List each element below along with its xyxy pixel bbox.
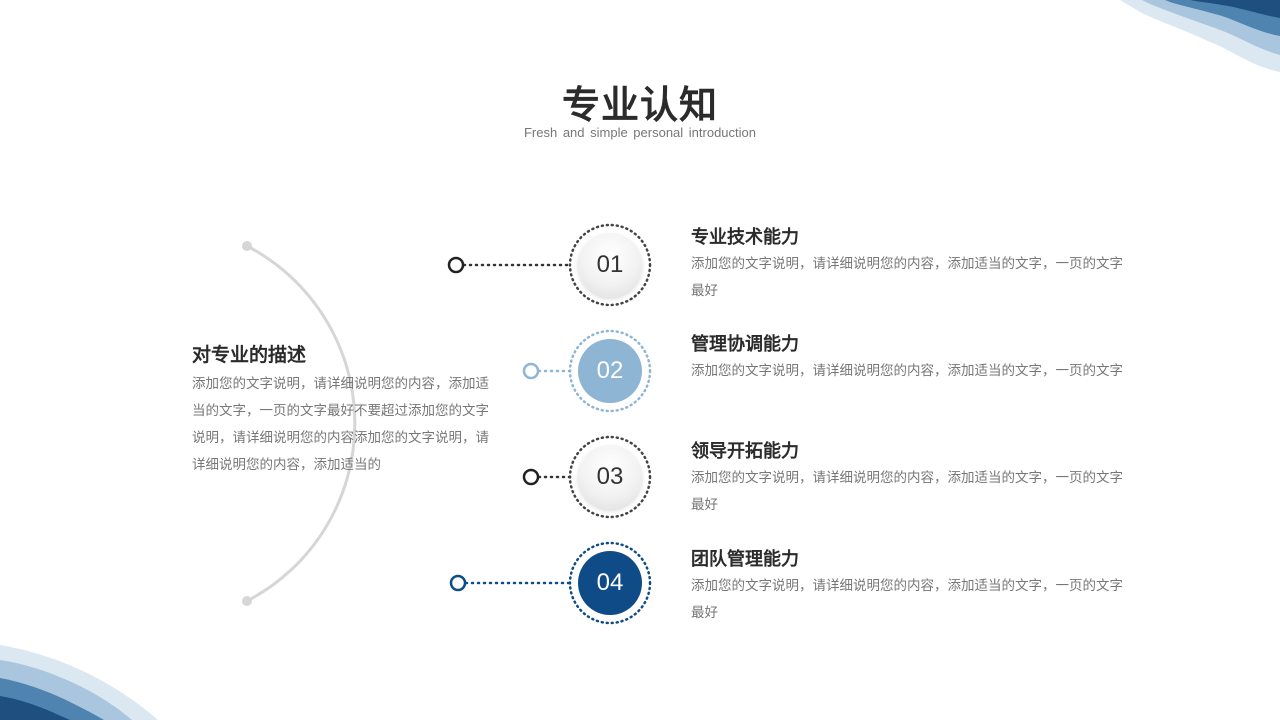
node-02 <box>522 362 540 380</box>
ring-04 <box>568 541 652 625</box>
item-title-01: 专业技术能力 <box>691 227 799 247</box>
number-badge-01: 01 <box>578 233 642 297</box>
number-badge-02: 02 <box>578 339 642 403</box>
ring-03 <box>568 435 652 519</box>
description-text: 添加您的文字说明，请详细说明您的内容，添加适当的文字，一页的文字最好不要超过添加… <box>192 376 489 472</box>
item-title-03: 领导开拓能力 <box>691 441 799 461</box>
page-title: 专业认知 <box>561 85 718 127</box>
page-subtitle: Fresh and simple personal introduction <box>523 125 756 140</box>
item-desc-02: 添加您的文字说明，请详细说明您的内容，添加适当的文字，一页的文字 <box>691 363 1123 378</box>
arc-line <box>246 244 357 603</box>
node-04 <box>449 574 467 592</box>
arc-start-dot <box>242 241 252 251</box>
node-03 <box>522 468 540 486</box>
item-title-04: 团队管理能力 <box>691 549 799 569</box>
node-01 <box>447 256 465 274</box>
arc-end-dot <box>242 596 252 606</box>
item-desc-01: 添加您的文字说明，请详细说明您的内容，添加适当的文字，一页的文字最好 <box>691 256 1123 298</box>
bottom-left-ink-wash <box>0 645 158 720</box>
ring-02 <box>568 329 652 413</box>
item-title-02: 管理协调能力 <box>691 334 799 354</box>
top-right-ink-wash <box>1120 0 1280 72</box>
number-badge-03: 03 <box>578 445 642 509</box>
item-desc-03: 添加您的文字说明，请详细说明您的内容，添加适当的文字，一页的文字最好 <box>691 470 1123 512</box>
ring-01 <box>568 223 652 307</box>
item-desc-04: 添加您的文字说明，请详细说明您的内容，添加适当的文字，一页的文字最好 <box>691 578 1123 620</box>
description-heading: 对专业的描述 <box>192 345 307 366</box>
number-badge-04: 04 <box>578 551 642 615</box>
